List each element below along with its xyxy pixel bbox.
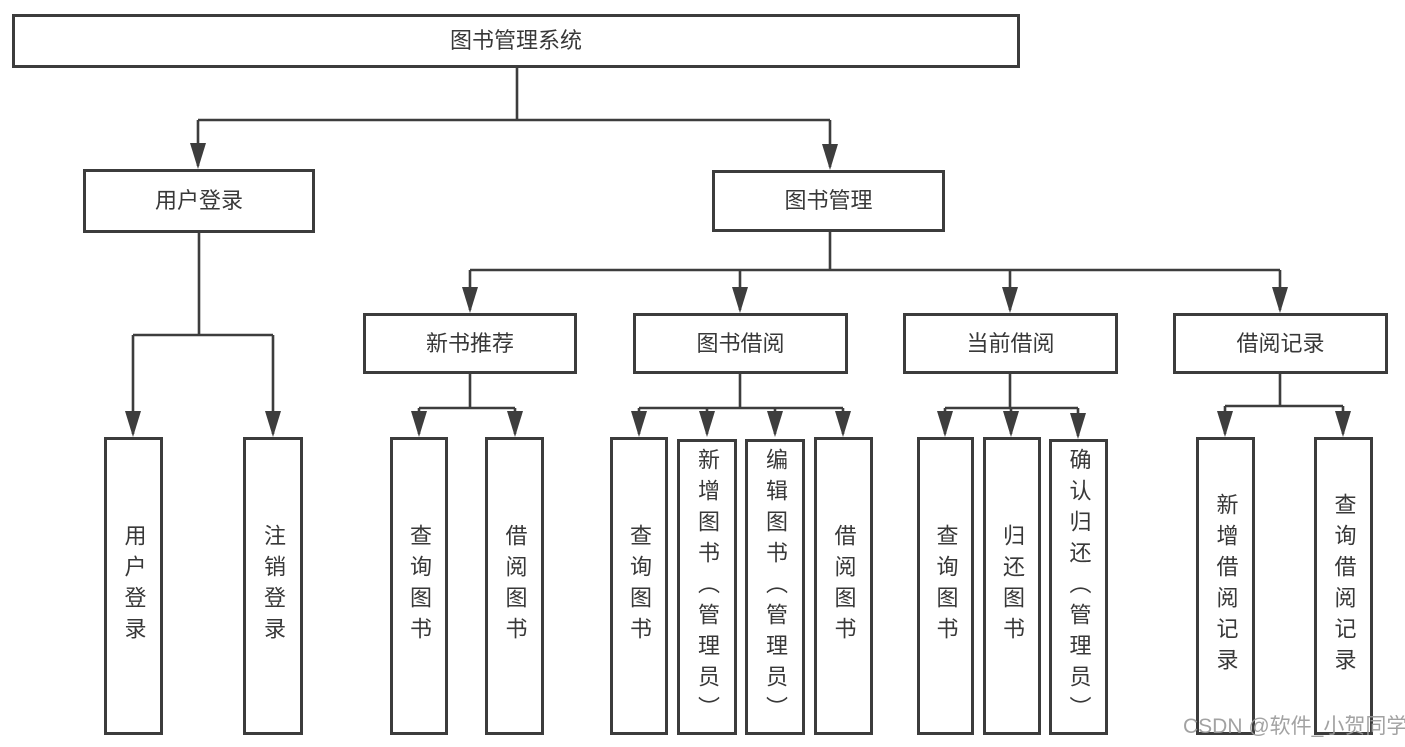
node-leaf-nbr-borrow: 借阅图书 xyxy=(485,437,544,735)
arrowhead xyxy=(767,411,783,437)
node-leaf-cb-query-label: 查询图书 xyxy=(933,524,959,648)
node-leaf-nbr-query-label: 查询图书 xyxy=(407,524,432,648)
arrowhead xyxy=(732,287,748,313)
arrowhead xyxy=(631,411,647,437)
node-root: 图书管理系统 xyxy=(12,14,1020,68)
node-leaf-bb-add-label: 新增图书（管理员） xyxy=(695,447,720,727)
node-leaf-bb-query-label: 查询图书 xyxy=(627,524,652,648)
arrowhead xyxy=(125,411,141,437)
node-leaf-cb-confirm-label: 确认归还（管理员） xyxy=(1066,447,1092,727)
node-book-mgmt: 图书管理 xyxy=(712,170,945,232)
node-leaf-bb-borrow-label: 借阅图书 xyxy=(831,524,857,648)
node-leaf-logout: 注销登录 xyxy=(243,437,303,735)
arrowhead xyxy=(1070,413,1086,439)
arrowhead xyxy=(1217,411,1233,437)
connector-user-login-to-leaves xyxy=(125,233,281,437)
node-book-borrow: 图书借阅 xyxy=(633,313,848,374)
node-leaf-bb-query: 查询图书 xyxy=(610,437,668,735)
arrowhead xyxy=(822,144,838,170)
node-user-login: 用户登录 xyxy=(83,169,315,233)
node-leaf-br-add: 新增借阅记录 xyxy=(1196,437,1255,735)
node-leaf-nbr-query: 查询图书 xyxy=(390,437,448,735)
arrowhead xyxy=(1272,287,1288,313)
node-borrow-records: 借阅记录 xyxy=(1173,313,1388,374)
node-leaf-br-query: 查询借阅记录 xyxy=(1314,437,1373,735)
node-root-label: 图书管理系统 xyxy=(449,28,582,53)
arrowhead xyxy=(1003,411,1019,437)
node-current-borrow-label: 当前借阅 xyxy=(966,330,1055,356)
node-leaf-user-login: 用户登录 xyxy=(104,437,163,735)
node-leaf-bb-edit-label: 编辑图书（管理员） xyxy=(763,447,788,727)
node-leaf-nbr-borrow-label: 借阅图书 xyxy=(502,524,528,648)
node-user-login-label: 用户登录 xyxy=(154,188,243,213)
node-leaf-bb-edit: 编辑图书（管理员） xyxy=(745,439,805,735)
node-leaf-br-add-label: 新增借阅记录 xyxy=(1213,493,1239,679)
node-leaf-cb-confirm: 确认归还（管理员） xyxy=(1049,439,1108,735)
node-leaf-bb-add: 新增图书（管理员） xyxy=(677,439,737,735)
node-book-mgmt-label: 图书管理 xyxy=(784,188,873,213)
arrowhead xyxy=(1335,411,1351,437)
node-current-borrow: 当前借阅 xyxy=(903,313,1118,374)
arrowhead xyxy=(699,411,715,437)
arrowhead xyxy=(190,143,206,169)
connector-borrow-records-to-leaves xyxy=(1217,374,1351,437)
arrowhead xyxy=(411,411,427,437)
node-leaf-bb-borrow: 借阅图书 xyxy=(814,437,873,735)
connector-book-mgmt-to-level3 xyxy=(462,232,1288,313)
arrowhead xyxy=(507,411,523,437)
arrowhead xyxy=(265,411,281,437)
connector-new-book-rec-to-leaves xyxy=(411,374,523,437)
arrowhead xyxy=(835,411,851,437)
connector-root-to-level2 xyxy=(190,68,838,170)
node-leaf-cb-query: 查询图书 xyxy=(917,437,974,735)
node-new-book-rec: 新书推荐 xyxy=(363,313,577,374)
node-borrow-records-label: 借阅记录 xyxy=(1236,330,1325,356)
node-new-book-rec-label: 新书推荐 xyxy=(425,330,514,356)
node-leaf-logout-label: 注销登录 xyxy=(261,524,286,648)
connector-current-borrow-to-leaves xyxy=(937,374,1086,439)
node-leaf-cb-return: 归还图书 xyxy=(983,437,1041,735)
arrowhead xyxy=(937,411,953,437)
arrowhead xyxy=(462,287,478,313)
node-book-borrow-label: 图书借阅 xyxy=(696,330,785,356)
arrowhead xyxy=(1002,287,1018,313)
connector-book-borrow-to-leaves xyxy=(631,374,851,437)
node-leaf-user-login-label: 用户登录 xyxy=(121,524,147,648)
node-leaf-cb-return-label: 归还图书 xyxy=(1000,524,1025,648)
node-leaf-br-query-label: 查询借阅记录 xyxy=(1331,493,1357,679)
